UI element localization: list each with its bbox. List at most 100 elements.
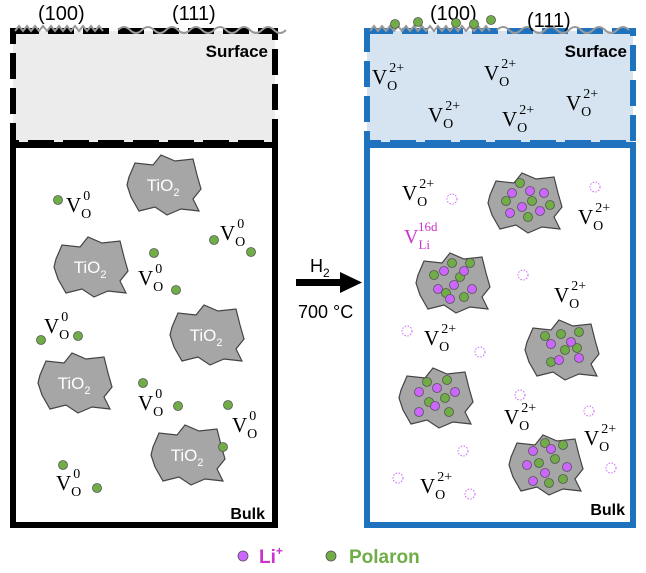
li-vacancy-site-9	[605, 462, 617, 474]
charged-vacancy-12-main: V	[420, 474, 435, 498]
lithiated-particle-4-polaron-2	[442, 375, 452, 385]
li-vacancy-label: VLi16d	[404, 219, 438, 252]
tio2-particle-left-4-shape	[37, 352, 113, 414]
right-lithiated-particles	[398, 172, 600, 496]
right-surface-region	[367, 31, 633, 143]
lithiated-particle-4-li-3	[450, 387, 460, 397]
tio2-particle-left-2-shape	[53, 236, 129, 298]
charged-vacancy-6: VO2+	[402, 177, 434, 210]
polaron-left-4	[149, 248, 159, 258]
surface-polaron-5	[486, 15, 496, 25]
tio2-particle-left-1-label-main: TiO	[147, 176, 174, 195]
li-vacancy-sub: Li	[418, 237, 430, 252]
charged-vacancy-6-sup: 2+	[419, 177, 434, 192]
lithiated-particle-4-polaron-5	[444, 407, 454, 417]
neutral-vacancy-6-sub: O	[247, 427, 257, 442]
lithiated-particle-5-li-6	[528, 476, 538, 486]
lithiated-particle-1-polaron-2	[501, 196, 511, 206]
surface-polaron-2	[413, 17, 423, 27]
charged-vacancy-9-sup: 2+	[441, 322, 456, 337]
neutral-vacancy-7-sub: O	[71, 485, 81, 500]
charged-vacancy-2-sup: 2+	[501, 57, 516, 72]
charged-vacancy-5-main: V	[566, 91, 581, 115]
li-vacancy-site-6	[514, 389, 526, 401]
tio2-particle-left-1-label-sub: 2	[173, 187, 179, 199]
arrow-gas: H	[310, 256, 323, 276]
lithiated-particle-1-polaron-3	[527, 196, 537, 206]
li-vacancy-site-4	[401, 325, 413, 337]
tio2-particle-left-3-shape	[169, 304, 245, 366]
charged-vacancy-6-main: V	[402, 181, 417, 205]
charged-vacancy-1-sub: O	[387, 79, 397, 94]
lithiated-particle-1-li-3	[539, 188, 549, 198]
charged-vacancy-11-sub: O	[599, 440, 609, 455]
tio2-particle-left-4-label-main: TiO	[58, 374, 85, 393]
polaron-left-8	[138, 378, 148, 388]
charged-vacancy-2-main: V	[484, 61, 499, 85]
tio2-particle-left-3-label-main: TiO	[190, 326, 217, 345]
left-polarons	[36, 195, 256, 493]
lithiated-particle-5-li-2	[546, 444, 556, 454]
neutral-vacancy-5-main: V	[138, 391, 153, 415]
lithiated-particle-1	[487, 172, 563, 234]
li-vacancy-site-7	[583, 405, 595, 417]
lithiated-particle-5-li-1	[528, 446, 538, 456]
right-bulk-label: Bulk	[590, 502, 625, 519]
lithiated-particle-4-polaron-1	[422, 377, 432, 387]
li-vacancy-label-group: VLi16d	[404, 219, 438, 252]
neutral-vacancy-6-sup: 0	[249, 409, 256, 424]
left-facet-wave	[14, 24, 287, 34]
arrow-temperature: 700 °C	[298, 302, 353, 322]
polaron-left-1	[53, 195, 63, 205]
lithiated-particle-5-polaron-2	[558, 440, 568, 450]
legend-li-sup: +	[276, 544, 283, 558]
charged-vacancy-2-sub: O	[499, 75, 509, 90]
tio2-particle-left-2-label: TiO2	[74, 258, 107, 281]
tio2-particle-left-3: TiO2	[169, 304, 245, 366]
lithiated-particle-5	[508, 434, 584, 496]
tio2-particle-left-5-label: TiO2	[171, 446, 204, 469]
lithiated-particle-3-li-3	[554, 355, 564, 365]
legend-li-text: Li	[259, 547, 276, 568]
neutral-vacancy-5: VO0	[138, 387, 163, 420]
lithiated-particle-5-li-5	[540, 468, 550, 478]
reaction-arrow-head	[340, 272, 362, 293]
charged-vacancy-12-sup: 2+	[437, 470, 452, 485]
lithiated-particle-1-polaron-4	[545, 200, 555, 210]
charged-vacancy-8: VO2+	[554, 279, 586, 312]
tio2-particle-left-3-label: TiO2	[190, 326, 223, 349]
charged-vacancy-4: VO2+	[502, 103, 534, 136]
lithiated-particle-3-polaron-2	[574, 327, 584, 337]
li-vacancy-site-10	[392, 472, 404, 484]
li-vacancy-main: V	[404, 226, 419, 248]
lithiated-particle-5-polaron-5	[544, 478, 554, 488]
lithiated-particle-2-polaron-1	[447, 258, 457, 268]
surface-polaron-3	[451, 18, 461, 28]
lithiated-particle-4	[398, 367, 474, 429]
charged-vacancy-7-main: V	[578, 205, 593, 229]
lithiated-particle-4-li-2	[432, 383, 442, 393]
charged-vacancy-4-sub: O	[517, 121, 527, 136]
lithiated-particle-5-li-4	[562, 462, 572, 472]
polaron-left-2	[209, 235, 219, 245]
neutral-vacancy-6: VO0	[232, 409, 257, 442]
charged-vacancy-9-main: V	[424, 326, 439, 350]
lithiated-particle-2-polaron-3	[429, 270, 439, 280]
neutral-vacancy-5-sup: 0	[155, 387, 162, 402]
arrow-gas-sub: 2	[323, 266, 330, 280]
lithiated-particle-4-li-4	[430, 401, 440, 411]
left-surface-label: Surface	[206, 42, 268, 61]
lithiated-particle-3-polaron-1	[556, 329, 566, 339]
lithiated-particle-1-li-2	[525, 186, 535, 196]
lithiated-particle-4-li-5	[414, 407, 424, 417]
lithiated-particle-1-polaron-5	[523, 212, 533, 222]
lithiated-particle-2	[415, 252, 491, 314]
charged-vacancy-12: VO2+	[420, 470, 452, 503]
charged-vacancy-11: VO2+	[584, 422, 616, 455]
tio2-particle-left-4-label-sub: 2	[84, 385, 90, 397]
charged-vacancy-3-main: V	[428, 103, 443, 127]
lithiated-particle-2-li-1	[439, 266, 449, 276]
tio2-particle-left-3-label-sub: 2	[216, 337, 222, 349]
legend-li-marker	[237, 550, 249, 562]
lithiated-particle-3-polaron-3	[540, 331, 550, 341]
